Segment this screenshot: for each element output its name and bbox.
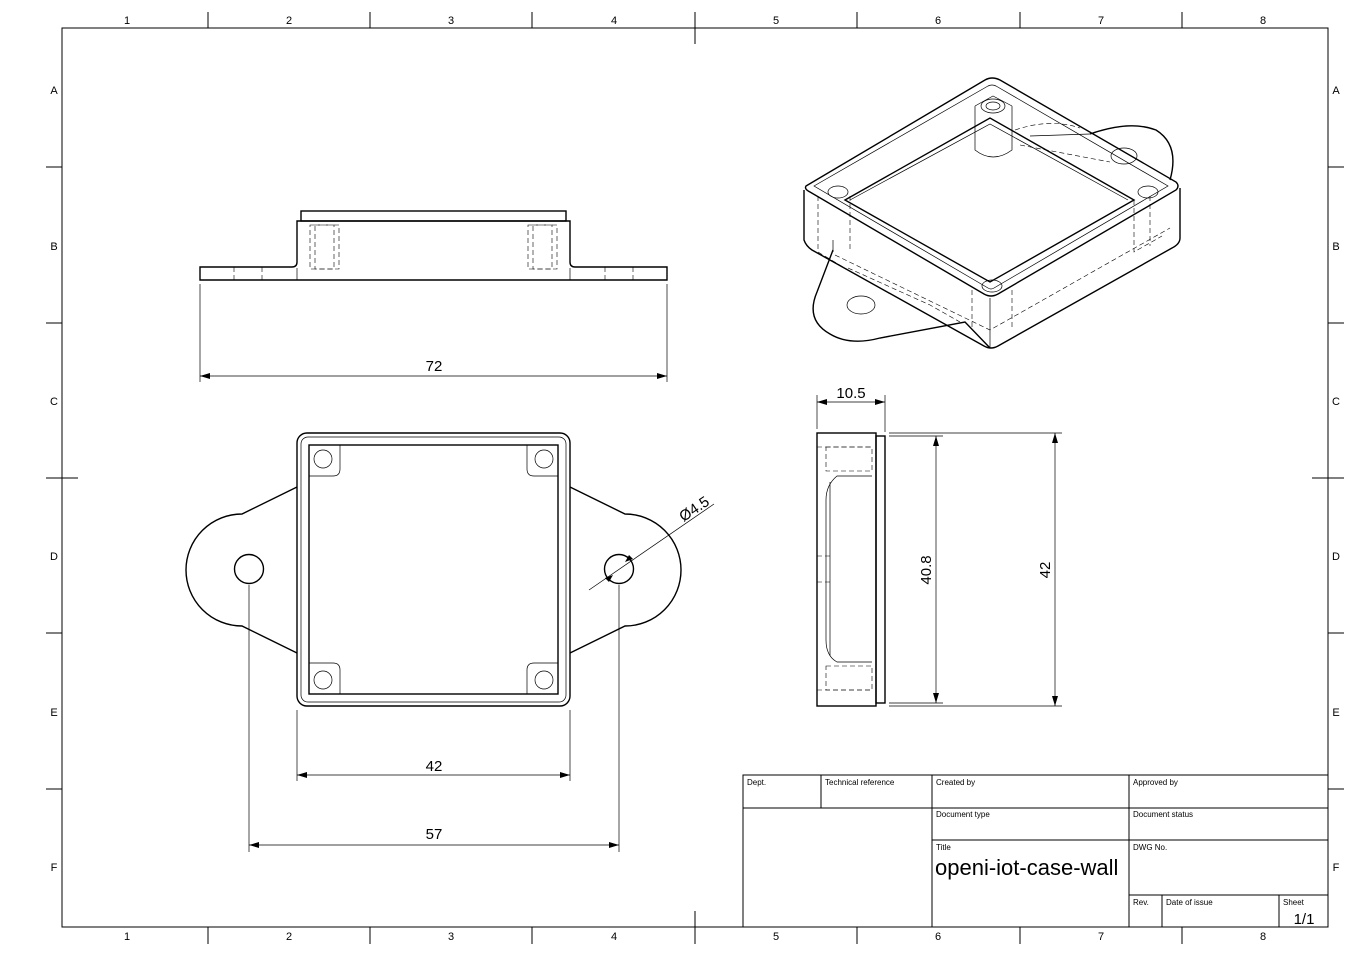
dimension-outer-height: 42 bbox=[1037, 562, 1054, 579]
isometric-view bbox=[803, 77, 1181, 349]
label-created-by: Created by bbox=[936, 778, 975, 787]
zone-row-b: B bbox=[50, 241, 57, 253]
zone-col-4-bottom: 4 bbox=[611, 931, 617, 943]
label-document-status: Document status bbox=[1133, 810, 1193, 819]
right-view: 10.5 40.8 42 bbox=[816, 385, 1062, 707]
zone-row-b-right: B bbox=[1332, 241, 1339, 253]
zone-labels-top: 1 2 3 4 5 6 7 8 bbox=[124, 15, 1266, 27]
zone-row-d: D bbox=[50, 551, 58, 563]
side-view: 72 bbox=[199, 210, 668, 382]
zone-col-4: 4 bbox=[611, 15, 617, 27]
zone-col-6-bottom: 6 bbox=[935, 931, 941, 943]
drawing-title: openi-iot-case-wall bbox=[935, 855, 1118, 880]
label-dept: Dept. bbox=[747, 778, 766, 787]
zone-row-c-right: C bbox=[1332, 396, 1340, 408]
zone-col-1: 1 bbox=[124, 15, 130, 27]
zone-col-2-bottom: 2 bbox=[286, 931, 292, 943]
label-rev: Rev. bbox=[1133, 898, 1149, 907]
label-document-type: Document type bbox=[936, 810, 990, 819]
zone-row-e-right: E bbox=[1332, 707, 1339, 719]
zone-col-8: 8 bbox=[1260, 15, 1266, 27]
zone-row-a-right: A bbox=[1332, 85, 1340, 97]
zone-labels-right: A B C D E F bbox=[1332, 85, 1340, 874]
zone-col-6: 6 bbox=[935, 15, 941, 27]
zone-col-1-bottom: 1 bbox=[124, 931, 130, 943]
zone-row-d-right: D bbox=[1332, 551, 1340, 563]
label-title: Title bbox=[936, 843, 951, 852]
label-sheet: Sheet bbox=[1283, 898, 1305, 907]
zone-col-3: 3 bbox=[448, 15, 454, 27]
zone-row-f: F bbox=[51, 862, 58, 874]
dimension-depth: 10.5 bbox=[836, 385, 865, 402]
top-view: Ø4.5 42 57 bbox=[185, 432, 715, 852]
zone-col-8-bottom: 8 bbox=[1260, 931, 1266, 943]
zone-row-c: C bbox=[50, 396, 58, 408]
label-technical-reference: Technical reference bbox=[825, 778, 895, 787]
label-dwg-no: DWG No. bbox=[1133, 843, 1167, 852]
zone-row-f-right: F bbox=[1333, 862, 1340, 874]
zone-col-7: 7 bbox=[1098, 15, 1104, 27]
dimension-side-width: 72 bbox=[426, 358, 443, 375]
sheet-number: 1/1 bbox=[1294, 911, 1315, 928]
dimension-hole-spacing: 57 bbox=[426, 826, 443, 843]
label-date-of-issue: Date of issue bbox=[1166, 898, 1213, 907]
zone-col-7-bottom: 7 bbox=[1098, 931, 1104, 943]
zone-col-3-bottom: 3 bbox=[448, 931, 454, 943]
dimension-hole-diameter: Ø4.5 bbox=[676, 493, 712, 525]
zone-row-e: E bbox=[50, 707, 57, 719]
zone-labels-left: A B C D E F bbox=[50, 85, 58, 874]
zone-col-5: 5 bbox=[773, 15, 779, 27]
zone-col-5-bottom: 5 bbox=[773, 931, 779, 943]
sheet-frame bbox=[46, 12, 1344, 944]
zone-col-2: 2 bbox=[286, 15, 292, 27]
label-approved-by: Approved by bbox=[1133, 778, 1178, 787]
dimension-top-inner-width: 42 bbox=[426, 758, 443, 775]
zone-row-a: A bbox=[50, 85, 58, 97]
zone-labels-bottom: 1 2 3 4 5 6 7 8 bbox=[124, 931, 1266, 943]
title-block: Dept. Technical reference Created by App… bbox=[742, 774, 1329, 928]
dimension-inner-height: 40.8 bbox=[918, 555, 935, 584]
